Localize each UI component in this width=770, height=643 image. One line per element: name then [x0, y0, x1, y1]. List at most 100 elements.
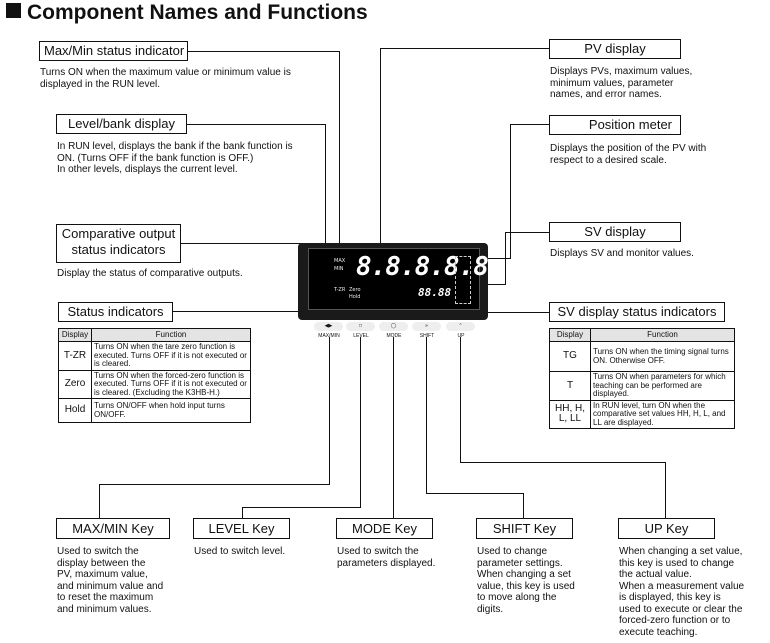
leader-line [180, 243, 315, 244]
display-cell: T [549, 371, 591, 401]
leader-line [242, 507, 243, 519]
maxmin-key[interactable]: ◀▶ [314, 322, 343, 331]
leader-line [505, 232, 506, 284]
function-cell: Turns ON when the forced-zero function i… [91, 369, 251, 399]
mode-key[interactable]: ◯ [379, 322, 408, 331]
shift-key-label: SHIFT [419, 333, 435, 339]
table-header: Display [549, 328, 591, 342]
leader-line [460, 462, 665, 463]
mode-key-name: MODE Key [336, 518, 433, 539]
leader-line [510, 124, 511, 259]
leader-line [475, 312, 550, 313]
table-header: Display [58, 328, 92, 342]
page-title: Component Names and Functions [6, 1, 368, 25]
leader-line [187, 51, 339, 52]
display-cell: Zero [58, 369, 92, 399]
status-indicators-table: Display Function T-ZR Turns ON when the … [58, 328, 251, 423]
leader-line [329, 337, 330, 484]
function-cell: Turns ON when the tare zero function is … [91, 341, 251, 371]
table-row: Hold Turns ON/OFF when hold input turns … [58, 398, 251, 423]
up-key-description: When changing a set value, this key is u… [619, 546, 745, 638]
leader-line [360, 337, 361, 507]
sv-digits: 88.88 [418, 286, 452, 299]
level-bank-label: Level/bank display [56, 114, 187, 134]
shift-key-icon: » [425, 323, 428, 329]
table-header: Function [91, 328, 251, 342]
display-cell: HH, H, L, LL [549, 399, 591, 429]
up-key-icon: ⌃ [458, 323, 463, 329]
indicator-min: MIN [334, 266, 344, 272]
function-cell: In RUN level, turn ON when the comparati… [590, 399, 735, 429]
leader-line [426, 337, 427, 493]
leader-line [187, 124, 325, 125]
function-cell: Turns ON when parameters for which teach… [590, 371, 735, 401]
maxmin-key-icon: ◀▶ [324, 323, 333, 329]
level-bank-description: In RUN level, displays the bank if the b… [57, 141, 293, 175]
maxmin-key-description: Used to switch the display between the P… [57, 546, 164, 615]
sv-display-label: SV display [549, 222, 681, 242]
table-header-row: Display Function [549, 328, 735, 342]
level-key-label: LEVEL [353, 333, 369, 339]
mode-key-label: MODE [386, 333, 402, 339]
mode-key-description: Used to switch the parameters displayed. [337, 546, 436, 569]
level-key-description: Used to switch level. [194, 546, 286, 557]
leader-line [505, 232, 550, 233]
status-indicators-label: Status indicators [58, 302, 173, 322]
position-meter-label: Position meter [549, 115, 681, 135]
leader-line [242, 507, 361, 508]
pv-display-label: PV display [549, 39, 681, 59]
leader-line [470, 258, 511, 259]
maxmin-status-label: Max/Min status indicator [39, 41, 188, 61]
sv-status-label: SV display status indicators [549, 302, 725, 322]
pv-digits: 8.8.8.8.8 [356, 252, 489, 282]
function-cell: Turns ON when the timing signal turns ON… [590, 341, 735, 372]
indicator-zero: Zero [349, 287, 361, 293]
up-key-name: UP Key [618, 518, 715, 539]
leader-line [393, 337, 394, 519]
table-row: Zero Turns ON when the forced-zero funct… [58, 369, 251, 399]
maxmin-status-description: Turns ON when the maximum value or minim… [40, 67, 291, 90]
leader-line [99, 484, 100, 519]
position-meter-description: Displays the position of the PV with res… [550, 143, 707, 166]
table-row: T Turns ON when parameters for which tea… [549, 371, 735, 401]
pv-display-description: Displays PVs, maximum values, minimum va… [550, 66, 693, 100]
square-bullet-icon [6, 3, 21, 18]
leader-line [325, 124, 326, 259]
comparative-output-description: Display the status of comparative output… [57, 268, 243, 279]
table-row: TG Turns ON when the timing signal turns… [549, 341, 735, 372]
level-key[interactable]: □ [346, 322, 375, 331]
table-header: Function [590, 328, 735, 342]
display-cell: T-ZR [58, 341, 92, 371]
leader-line [380, 48, 381, 258]
table-row: T-ZR Turns ON when the tare zero functio… [58, 341, 251, 371]
level-key-name: LEVEL Key [193, 518, 290, 539]
leader-line [510, 124, 550, 125]
shift-key-name: SHIFT Key [476, 518, 573, 539]
indicator-hold: Hold [349, 294, 361, 300]
table-header-row: Display Function [58, 328, 251, 342]
leader-line [665, 462, 666, 519]
shift-key-description: Used to change parameter settings. When … [477, 546, 575, 615]
leader-line [172, 311, 315, 312]
maxmin-key-name: MAX/MIN Key [56, 518, 170, 539]
leader-line [426, 493, 523, 494]
sv-display-description: Displays SV and monitor values. [550, 248, 694, 259]
up-key[interactable]: ⌃ [446, 322, 475, 331]
level-key-icon: □ [358, 323, 363, 329]
mode-key-icon: ◯ [390, 323, 397, 329]
indicator-max: MAX [334, 258, 346, 264]
shift-key[interactable]: » [412, 322, 441, 331]
maxmin-key-label: MAX/MIN [318, 333, 340, 339]
position-meter-bar [455, 256, 471, 304]
leader-line [523, 493, 524, 519]
function-cell: Turns ON/OFF when hold input turns ON/OF… [91, 398, 251, 423]
indicator-tzr: T-ZR [334, 287, 346, 293]
display-cell: Hold [58, 398, 92, 423]
leader-line [99, 484, 330, 485]
leader-line [380, 48, 550, 49]
sv-status-table: Display Function TG Turns ON when the ti… [549, 328, 735, 429]
lcd-screen [308, 248, 480, 310]
up-key-label: UP [457, 333, 465, 339]
leader-line [339, 51, 340, 259]
display-cell: TG [549, 341, 591, 372]
